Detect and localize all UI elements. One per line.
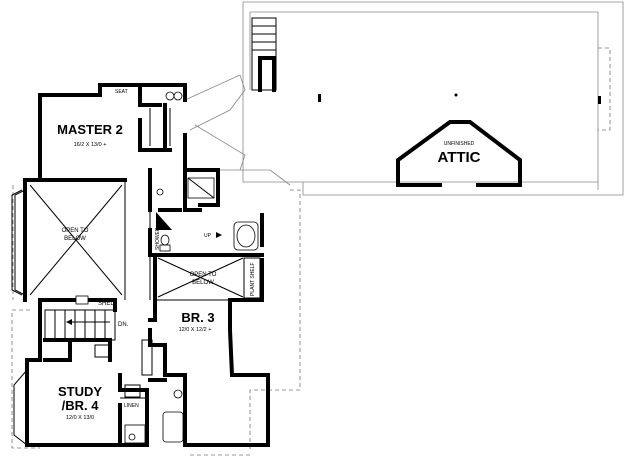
master-room-name: MASTER 2 <box>57 122 123 137</box>
br3-name: BR. 3 <box>181 310 214 325</box>
seat-label: SEAT <box>115 89 128 95</box>
attic-roof-outline <box>242 1 624 196</box>
master-room-dims: 16/2 X 13/0 + <box>74 142 107 148</box>
attic-name: ATTIC <box>437 149 480 166</box>
stairs-down <box>44 309 116 341</box>
open-left-line1: OPEN TO <box>62 228 89 234</box>
open-to-below-left-lines <box>29 184 123 296</box>
plant-shelf-label: PLANT SHELF <box>250 262 256 296</box>
hall-bath-fixtures <box>75 295 184 444</box>
open-center-line1: OPEN TO <box>190 272 217 278</box>
linen-label: LINEN <box>124 403 139 409</box>
shower-label: SHOWER <box>155 227 161 250</box>
br3-dims: 12/0 X 12/2 + <box>179 327 212 333</box>
bay-window-left <box>11 189 28 446</box>
master-bath-fixtures <box>156 91 259 252</box>
attic-stairs <box>251 17 277 92</box>
study-name-line1: STUDY <box>58 384 102 399</box>
plant-shelf <box>243 257 261 299</box>
roof-outline <box>11 74 301 456</box>
attic-qualifier: UNFINISHED <box>444 141 475 147</box>
closets <box>94 339 153 398</box>
open-to-below-center-lines <box>157 257 244 298</box>
up-arrow-icon <box>216 232 222 238</box>
down-label: DN. <box>118 322 129 328</box>
attic-knee-walls <box>318 93 601 187</box>
study-name-line2: /BR. 4 <box>62 398 100 413</box>
study-dims: 12/0 X 13/0 <box>66 415 94 421</box>
open-left-line2: BELOW <box>64 236 86 242</box>
up-label: UP <box>204 233 212 239</box>
shelf-label: SHELF <box>98 301 118 307</box>
open-center-line2: BELOW <box>192 280 214 286</box>
